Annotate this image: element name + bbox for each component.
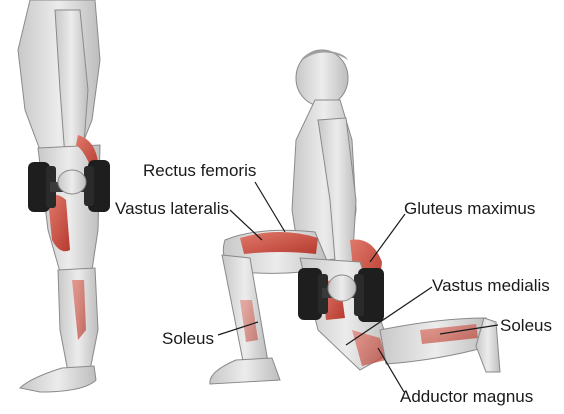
leader-gluteus-maximus	[369, 213, 406, 263]
leader-lines	[217, 181, 499, 393]
soleus-right-muscle	[420, 324, 478, 344]
label-adductor-magnus: Adductor magnus	[400, 387, 534, 406]
adductor-magnus-muscle	[352, 330, 386, 366]
leader-adductor-magnus	[377, 347, 405, 393]
leader-rectus-femoris	[254, 181, 286, 233]
leader-vastus-lateralis	[229, 209, 263, 241]
standing-thigh-muscle	[48, 195, 70, 252]
leader-soleus-right	[439, 324, 499, 335]
label-soleus-left: Soleus	[162, 329, 214, 348]
label-rectus-femoris: Rectus femoris	[143, 161, 257, 180]
label-soleus-right: Soleus	[500, 316, 552, 335]
soleus-left-muscle	[240, 300, 258, 342]
leader-soleus-left	[217, 321, 259, 336]
leader-vastus-medialis	[345, 286, 433, 346]
label-vastus-medialis: Vastus medialis	[432, 276, 550, 295]
label-vastus-lateralis: Vastus lateralis	[115, 199, 230, 218]
rectus-femoris-muscle	[240, 232, 318, 254]
label-gluteus-maximus: Gluteus maximus	[404, 199, 536, 218]
standing-figure	[17, 0, 110, 393]
